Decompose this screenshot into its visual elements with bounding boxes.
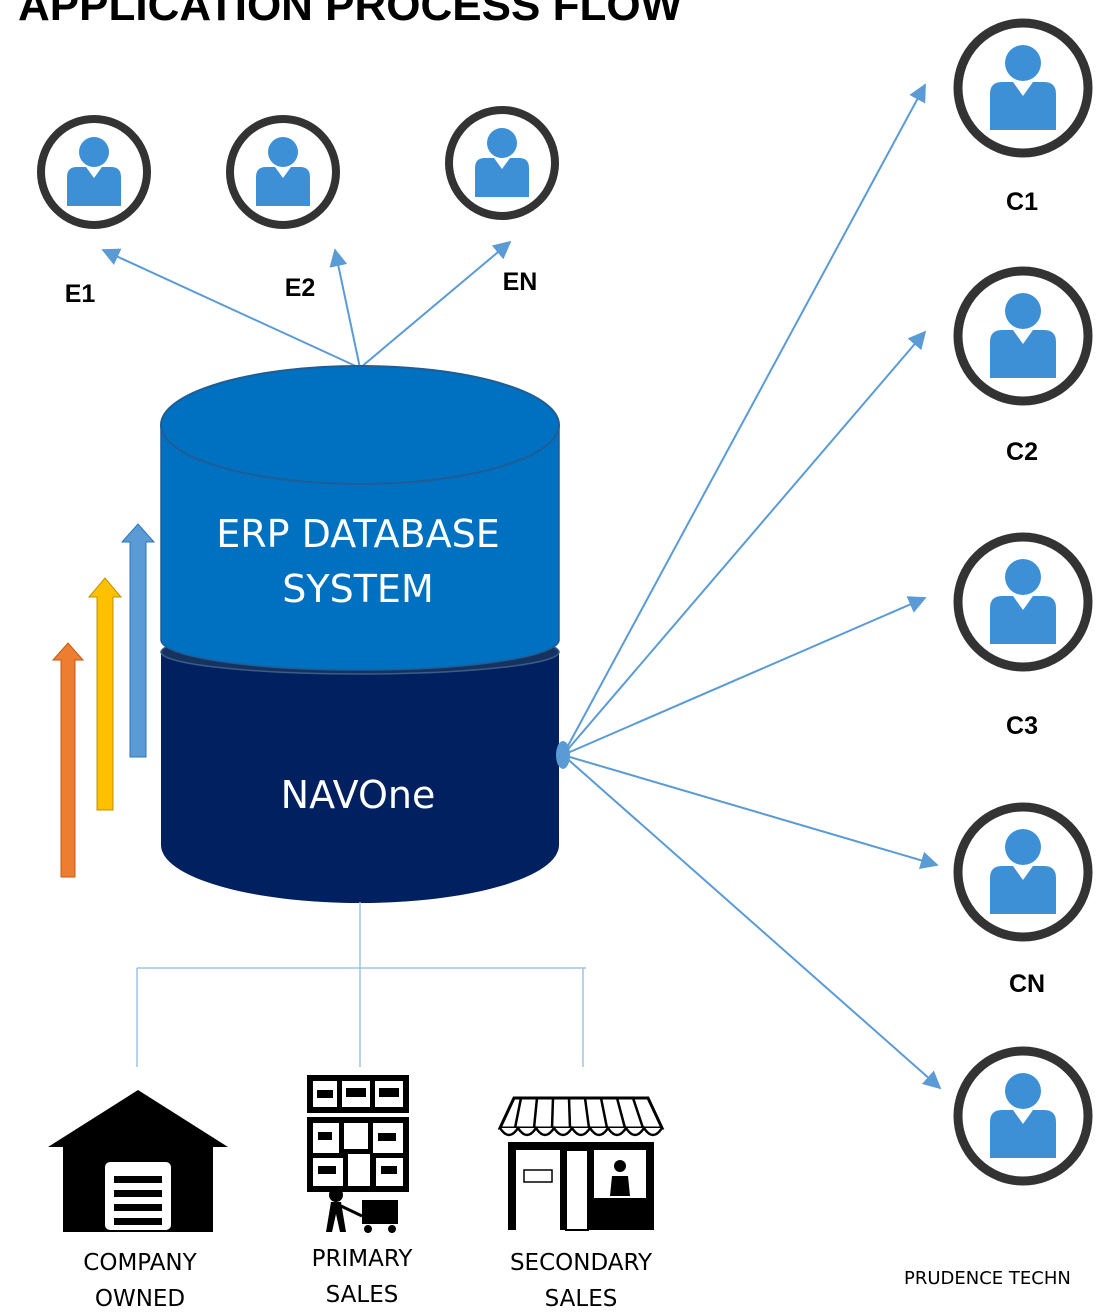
channel-company-owned-line1: COMPANY	[83, 1250, 197, 1276]
connector-e2	[329, 248, 361, 369]
connector-e1	[101, 248, 361, 369]
connector-c1	[562, 83, 926, 756]
navone-label: NAVOne	[281, 773, 436, 817]
employee-label-e1: E1	[65, 280, 96, 308]
primary-sales-icon	[307, 1075, 409, 1233]
customer-connectors	[562, 83, 942, 1090]
employee-label-en: EN	[503, 268, 538, 296]
person-icon	[953, 532, 1093, 672]
channel-secondary-sales-line1: SECONDARY	[510, 1250, 653, 1276]
channel-primary-sales-line2: SALES	[326, 1282, 399, 1308]
employee-label-e2: E2	[285, 274, 316, 302]
channel-primary-sales-line1: PRIMARY	[312, 1246, 414, 1272]
person-icon	[953, 802, 1093, 942]
person-icon	[953, 18, 1093, 158]
person-icon	[37, 115, 151, 229]
connector-c3	[562, 596, 927, 756]
person-icon	[953, 266, 1093, 406]
storefront-icon	[497, 1096, 665, 1231]
connector-c2	[562, 330, 927, 756]
customer-icons: C1 C2 C3 CN	[953, 18, 1093, 1186]
employee-icons: E1 E2 EN	[37, 106, 559, 308]
erp-database-cylinder: ERP DATABASE SYSTEM NAVOne	[160, 365, 560, 903]
connection-hub	[556, 741, 570, 769]
connector-cn	[562, 754, 939, 870]
warehouse-icon	[48, 1090, 228, 1232]
employee-connectors	[101, 240, 512, 369]
connector-c5	[562, 754, 942, 1090]
person-icon	[445, 106, 559, 220]
connector-en	[359, 240, 512, 369]
person-icon	[226, 115, 340, 229]
channel-tree	[136, 902, 586, 1067]
channel-secondary-sales-line2: SALES	[545, 1286, 618, 1312]
erp-segment	[160, 424, 560, 671]
customer-label-c1: C1	[1006, 188, 1038, 216]
side-arrow-blue	[120, 523, 156, 758]
channel-company-owned-line2: OWNED	[95, 1286, 185, 1312]
erp-segment-top	[160, 365, 560, 485]
customer-label-cn: CN	[1009, 970, 1045, 998]
erp-label-line1: ERP DATABASE	[216, 512, 500, 556]
side-arrow-orange	[51, 642, 85, 878]
erp-label-line2: SYSTEM	[282, 567, 433, 611]
navone-segment	[161, 652, 559, 903]
side-arrow-yellow	[87, 577, 123, 811]
customer-label-c3: C3	[1006, 712, 1038, 740]
person-icon	[953, 1046, 1093, 1186]
footer-company-name: PRUDENCE TECHN	[904, 1268, 1071, 1289]
side-arrows	[51, 523, 156, 878]
diagram-title: APPLICATION PROCESS FLOW	[18, 0, 683, 30]
customer-label-c2: C2	[1006, 438, 1038, 466]
